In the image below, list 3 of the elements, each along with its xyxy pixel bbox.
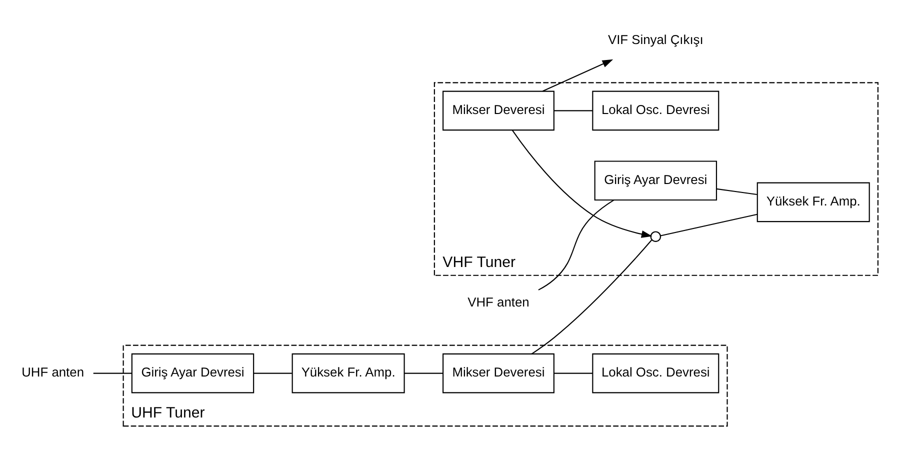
node-text: VIF Sinyal Çıkışı xyxy=(608,32,704,47)
node-text: VHF anten xyxy=(468,294,530,310)
node-text: UHF anten xyxy=(22,364,84,380)
